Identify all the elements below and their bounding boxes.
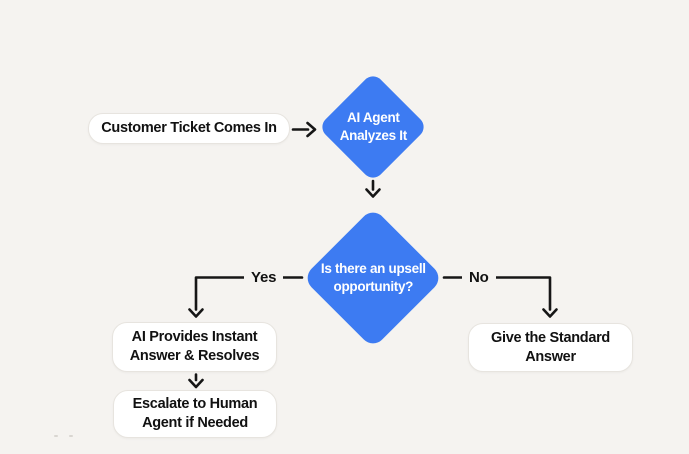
node-customer-ticket: Customer Ticket Comes In xyxy=(88,113,290,144)
arrow-analyze-to-upsell xyxy=(365,179,381,198)
arrow-customer-to-analyze xyxy=(291,121,317,138)
analyze-label-line2: Analyzes It xyxy=(339,128,407,143)
branch-label-yes: Yes xyxy=(244,268,284,287)
arrow-no-branch xyxy=(442,276,558,318)
branch-label-no: No xyxy=(462,268,496,287)
ai-provides-line1: AI Provides Instant xyxy=(131,329,258,346)
node-upsell-decision-label: Is there an upsell opportunity? xyxy=(298,260,448,295)
analyze-label-line1: AI Agent xyxy=(346,110,400,126)
upsell-label-line1: Is there an upsell xyxy=(320,261,426,277)
node-customer-ticket-label: Customer Ticket Comes In xyxy=(101,120,277,137)
artifact-dots xyxy=(54,435,73,437)
escalate-line2: Agent if Needed xyxy=(142,415,248,431)
node-standard-answer: Give the Standard Answer xyxy=(468,323,633,372)
escalate-line1: Escalate to Human xyxy=(132,396,258,413)
node-ai-agent-analyzes-label: AI Agent Analyzes It xyxy=(313,109,433,144)
node-ai-provides-answer: AI Provides Instant Answer & Resolves xyxy=(112,322,277,372)
upsell-label-line2: opportunity? xyxy=(333,279,413,294)
ai-provides-line2: Answer & Resolves xyxy=(129,348,260,364)
arrow-provides-to-escalate xyxy=(188,373,204,389)
standard-answer-line1: Give the Standard xyxy=(491,329,610,346)
node-escalate-to-human: Escalate to Human Agent if Needed xyxy=(113,390,277,438)
standard-answer-line2: Answer xyxy=(525,348,576,365)
